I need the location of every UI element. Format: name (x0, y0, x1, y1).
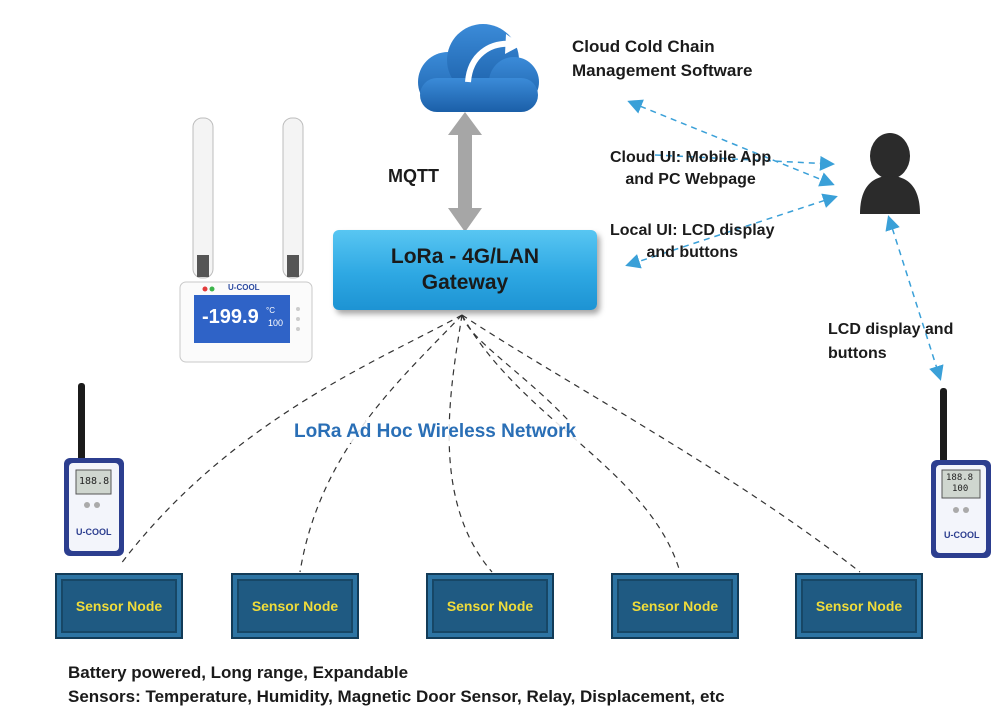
cloud-icon (418, 24, 539, 112)
gateway-device-secondary: 100 (268, 318, 284, 328)
gateway-device-unit: °C (266, 306, 275, 315)
lcd-label-line2: buttons (828, 345, 887, 362)
right-handheld-device (931, 388, 991, 558)
mqtt-label: MQTT (388, 166, 439, 186)
user-icon (860, 133, 920, 214)
left-handheld-device (64, 383, 124, 556)
left-device-brand: U-COOL (76, 527, 112, 537)
cloud-ui-line1: Cloud UI: Mobile App (610, 149, 772, 166)
footer-line2: Sensors: Temperature, Humidity, Magnetic… (68, 687, 725, 706)
left-device-reading: 188.8 (79, 476, 110, 487)
network-label: LoRa Ad Hoc Wireless Network (292, 421, 579, 443)
mqtt-double-arrow (448, 112, 482, 232)
gateway-device (179, 117, 313, 363)
right-device-reading-top: 188.8 (946, 473, 974, 483)
local-ui-line1: Local UI: LCD display (610, 222, 775, 239)
gateway-device-brand: U-COOL (228, 283, 260, 292)
sensor-node-label: Sensor Node (251, 598, 339, 614)
sensor-node-label: Sensor Node (75, 598, 163, 614)
gateway-device-reading: -199.9 (202, 306, 259, 328)
footer-line1: Battery powered, Long range, Expandable (68, 663, 409, 682)
right-device-reading-bottom: 100 (952, 484, 969, 494)
local-ui-arrow (625, 193, 838, 269)
cloud-ui-arrow-upper (627, 99, 835, 187)
gateway-line2: Gateway (421, 271, 509, 294)
sensor-node-5: Sensor Node (795, 573, 923, 639)
cloud-ui-line2: and PC Webpage (625, 171, 756, 188)
gateway-box: LoRa - 4G/LAN Gateway (333, 230, 597, 310)
lcd-label-line1: LCD display and (828, 321, 954, 338)
right-device-brand: U-COOL (944, 530, 980, 540)
sensor-node-4: Sensor Node (611, 573, 739, 639)
gateway-line1: LoRa - 4G/LAN (390, 245, 540, 268)
sensor-node-label: Sensor Node (815, 598, 903, 614)
cloud-title-line1: Cloud Cold Chain (572, 37, 715, 56)
cloud-ui-arrow-lower (654, 154, 835, 171)
local-ui-line2: and buttons (646, 244, 738, 261)
lcd-arrow (885, 215, 944, 381)
sensor-node-label: Sensor Node (446, 598, 534, 614)
sensor-node-1: Sensor Node (55, 573, 183, 639)
sensor-node-3: Sensor Node (426, 573, 554, 639)
sensor-node-label: Sensor Node (631, 598, 719, 614)
sensor-node-2: Sensor Node (231, 573, 359, 639)
cloud-title-line2: Management Software (572, 61, 753, 80)
